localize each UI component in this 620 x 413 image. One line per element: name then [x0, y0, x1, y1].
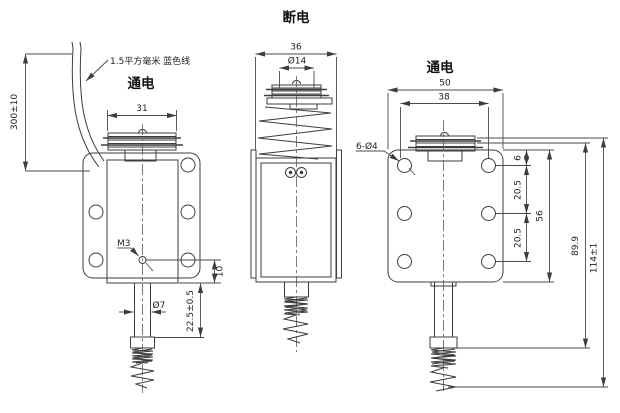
hole-span-dimension-label: 38 [438, 93, 450, 103]
bracket-edge-tab [250, 149, 257, 279]
leader-line [408, 167, 416, 176]
thread-callout-label: M3 [117, 239, 131, 249]
mounting-hole [397, 206, 412, 221]
energized-front-view: 通电 50 38 6-Ø4 [356, 59, 608, 393]
body-width-dimension-label: 36 [290, 43, 302, 53]
plunger-collar [429, 336, 458, 349]
hole-pitch-lower-dimension-label: 20.5 [514, 228, 524, 248]
spring-compressed-coils [430, 347, 457, 369]
bobbin-top [124, 149, 157, 162]
left-view-title: 通电 [128, 75, 155, 92]
spring-compressed-coils [431, 348, 456, 365]
rod-diameter-dimension-label: Ø7 [153, 300, 166, 311]
hole-pitch-upper-dimension-label: 20.5 [514, 180, 524, 200]
bracket-edge-tab [336, 149, 342, 279]
mounting-hole [180, 204, 196, 220]
armature-stack [408, 132, 483, 152]
flange-height-dimension-label: 56 [536, 210, 546, 222]
return-spring [129, 362, 155, 389]
hole-offset-dimension-label: 10 [216, 266, 226, 278]
plunger-collar [130, 336, 155, 349]
solenoid-body-inner [260, 162, 332, 278]
wire-tip [79, 41, 82, 49]
extended-spring [257, 106, 333, 160]
leader-line [85, 59, 109, 82]
mounting-hole [397, 254, 412, 269]
return-spring [282, 314, 309, 344]
lead-wire-inner [79, 47, 105, 162]
plunger-stub [284, 281, 309, 298]
coil-terminal-pin [288, 170, 293, 175]
mounting-hole [180, 157, 196, 173]
coil-terminal-pin [299, 170, 304, 175]
body-length-dimension-label: 89.9 [571, 236, 581, 256]
leader-line [130, 247, 139, 257]
mounting-bracket-outline [387, 149, 504, 283]
spring-compressed-coils [132, 348, 153, 364]
armature-stack [101, 129, 183, 151]
rod-length-dimension-label: 22.5±0.5 [186, 290, 196, 332]
wire-spec-label: 1.5平方毫米 蓝色线 [110, 55, 190, 67]
spring-compressed-coils [283, 296, 309, 316]
mounting-hole [481, 206, 496, 221]
coil-width-dimension-label: 31 [136, 104, 147, 114]
coil-terminal [285, 167, 296, 178]
lead-wire-outer [71, 47, 100, 168]
spring-compressed-coils [284, 297, 308, 314]
plunger-eyelet [440, 132, 449, 137]
return-spring [429, 367, 457, 392]
leader-line [383, 150, 400, 162]
spring-compressed-coils [131, 347, 154, 364]
head-diameter-dimension-label: Ø14 [288, 56, 307, 67]
mounting-hole [481, 158, 496, 173]
mount-holes-callout-label: 6-Ø4 [356, 141, 378, 152]
mounting-hole [88, 252, 104, 268]
wire-tip [71, 41, 74, 49]
deenergized-side-view: 断电 36 Ø14 [250, 9, 342, 352]
overall-length-dimension-label: 114±1 [590, 243, 600, 273]
solenoid-body-outline [255, 157, 337, 283]
flange-width-dimension-label: 50 [439, 79, 451, 89]
plunger-hub [289, 103, 318, 110]
mounting-bracket-outline [82, 152, 201, 279]
right-view-title: 通电 [427, 59, 454, 76]
mounting-hole [481, 254, 496, 269]
middle-view-title: 断电 [283, 9, 310, 26]
mounting-hole [397, 158, 412, 173]
energized-side-view: 300±10 1.5平方毫米 蓝色线 通电 31 [10, 41, 226, 393]
wire-length-dimension-label: 300±10 [10, 94, 20, 130]
bobbin-top [427, 150, 463, 162]
bobbin-bottom [430, 281, 457, 287]
armature-plate [266, 97, 333, 105]
leader-line [145, 262, 154, 272]
edge-to-hole-dimension-label: 6 [514, 155, 524, 161]
mounting-hole [88, 204, 104, 220]
